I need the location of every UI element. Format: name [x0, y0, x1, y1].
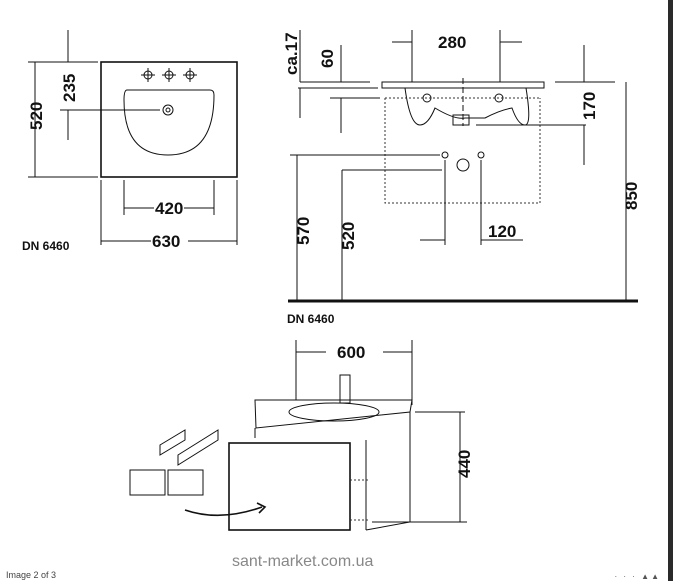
dim-630: 630 [152, 232, 180, 251]
basin-side-view: 280 ca.17 60 170 850 570 520 120 DN 6460 [282, 30, 641, 326]
model-label-top: DN 6460 [22, 239, 70, 253]
cabinet-view: 600 440 [129, 340, 474, 531]
image-counter: Image 2 of 3 [6, 570, 57, 580]
basin-top-view: 520 235 420 630 DN 6460 [22, 30, 238, 253]
dim-60: 60 [318, 49, 337, 68]
model-label-side: DN 6460 [287, 312, 335, 326]
dim-120: 120 [488, 222, 516, 241]
dim-170: 170 [580, 92, 599, 120]
dim-600: 600 [337, 343, 365, 362]
dim-850: 850 [622, 182, 641, 210]
dim-ca17: ca.17 [282, 32, 301, 75]
dim-440: 440 [455, 450, 474, 478]
dim-420: 420 [155, 199, 183, 218]
viewer-scrollbar[interactable] [668, 0, 673, 581]
viewer-nav-controls[interactable]: · · · ▲▲ [614, 572, 661, 581]
dim-280: 280 [438, 33, 466, 52]
dim-570: 570 [294, 217, 313, 245]
watermark: sant-market.com.ua [232, 553, 374, 570]
dim-235: 235 [60, 74, 79, 102]
dim-520-side: 520 [339, 222, 358, 250]
dim-520: 520 [27, 102, 46, 130]
